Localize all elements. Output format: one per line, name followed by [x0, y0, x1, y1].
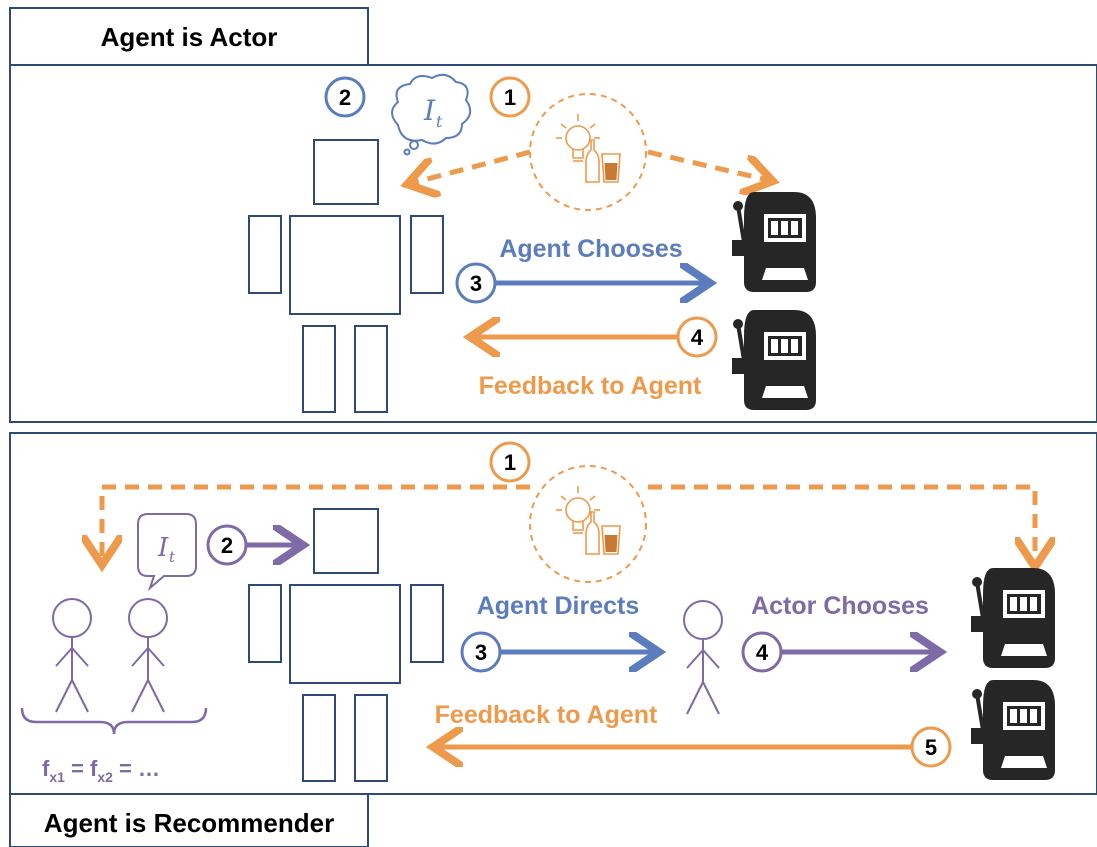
light-bulb-icon: [555, 485, 621, 555]
bottom-panel-border: [9, 432, 1097, 795]
step-3-circle: [460, 631, 502, 673]
step-1-number: 1: [504, 450, 516, 475]
top-panel-title: Agent is Actor: [101, 22, 278, 52]
bottom-panel: Agent is Recommender 1 I t 2 fx1 = fx2 =…: [9, 432, 1097, 847]
context-circle: [529, 93, 647, 211]
slot-machine-icon: [969, 566, 1057, 670]
context-to-users-arrow: [102, 484, 530, 560]
step-1-number: 1: [504, 85, 516, 110]
bottom-title-box: [9, 793, 369, 847]
users-brace: [20, 707, 208, 735]
top-panel: Agent is Actor I t 2 1 Agent Chooses: [9, 7, 1097, 423]
stick-figure-icon: [683, 600, 723, 715]
top-title-box: [9, 7, 369, 66]
step-1-circle: [489, 76, 531, 118]
step-3-number: 3: [475, 640, 487, 665]
agent-directs-label: Agent Directs: [477, 592, 640, 620]
step-1-circle: [489, 441, 531, 483]
context-subscript: t: [436, 112, 443, 131]
step-5-circle: [910, 726, 952, 768]
step-4-number: 4: [691, 325, 704, 350]
robot-icon: [248, 508, 444, 782]
speech-bubble-icon: I t: [137, 513, 197, 592]
step-4-circle: [676, 316, 718, 358]
slot-machine-icon: [730, 190, 818, 294]
feedback-label: Feedback to Agent: [435, 701, 658, 729]
context-circle: [529, 465, 647, 583]
slot-machine-icon: [730, 308, 818, 412]
step-4-circle: [741, 631, 783, 673]
context-subscript: t: [169, 548, 176, 566]
top-panel-border: [9, 64, 1097, 423]
bottom-panel-title: Agent is Recommender: [44, 808, 334, 838]
step-2-number: 2: [221, 533, 233, 558]
equal-utility-formula: fx1 = fx2 = …: [42, 756, 160, 785]
actor-chooses-label: Actor Chooses: [751, 592, 929, 620]
step-2-circle: [324, 76, 366, 118]
thought-bubble-icon: I t: [391, 73, 472, 156]
agent-chooses-label: Agent Chooses: [499, 235, 682, 263]
feedback-label: Feedback to Agent: [479, 372, 702, 400]
context-to-machine-arrow: [647, 149, 768, 180]
context-label: I: [423, 94, 436, 127]
stick-figure-icon: [52, 598, 92, 713]
step-4-number: 4: [756, 640, 769, 665]
step-5-number: 5: [925, 735, 937, 760]
context-to-agent-arrow: [412, 149, 531, 183]
step-3-circle: [455, 262, 497, 304]
step-3-number: 3: [470, 271, 482, 296]
light-bulb-icon: [555, 113, 621, 183]
context-to-machine-arrow: [648, 484, 1035, 562]
slot-machine-icon: [969, 678, 1057, 782]
stick-figure-icon: [128, 598, 168, 713]
context-label: I: [157, 533, 169, 563]
step-2-number: 2: [339, 85, 351, 110]
